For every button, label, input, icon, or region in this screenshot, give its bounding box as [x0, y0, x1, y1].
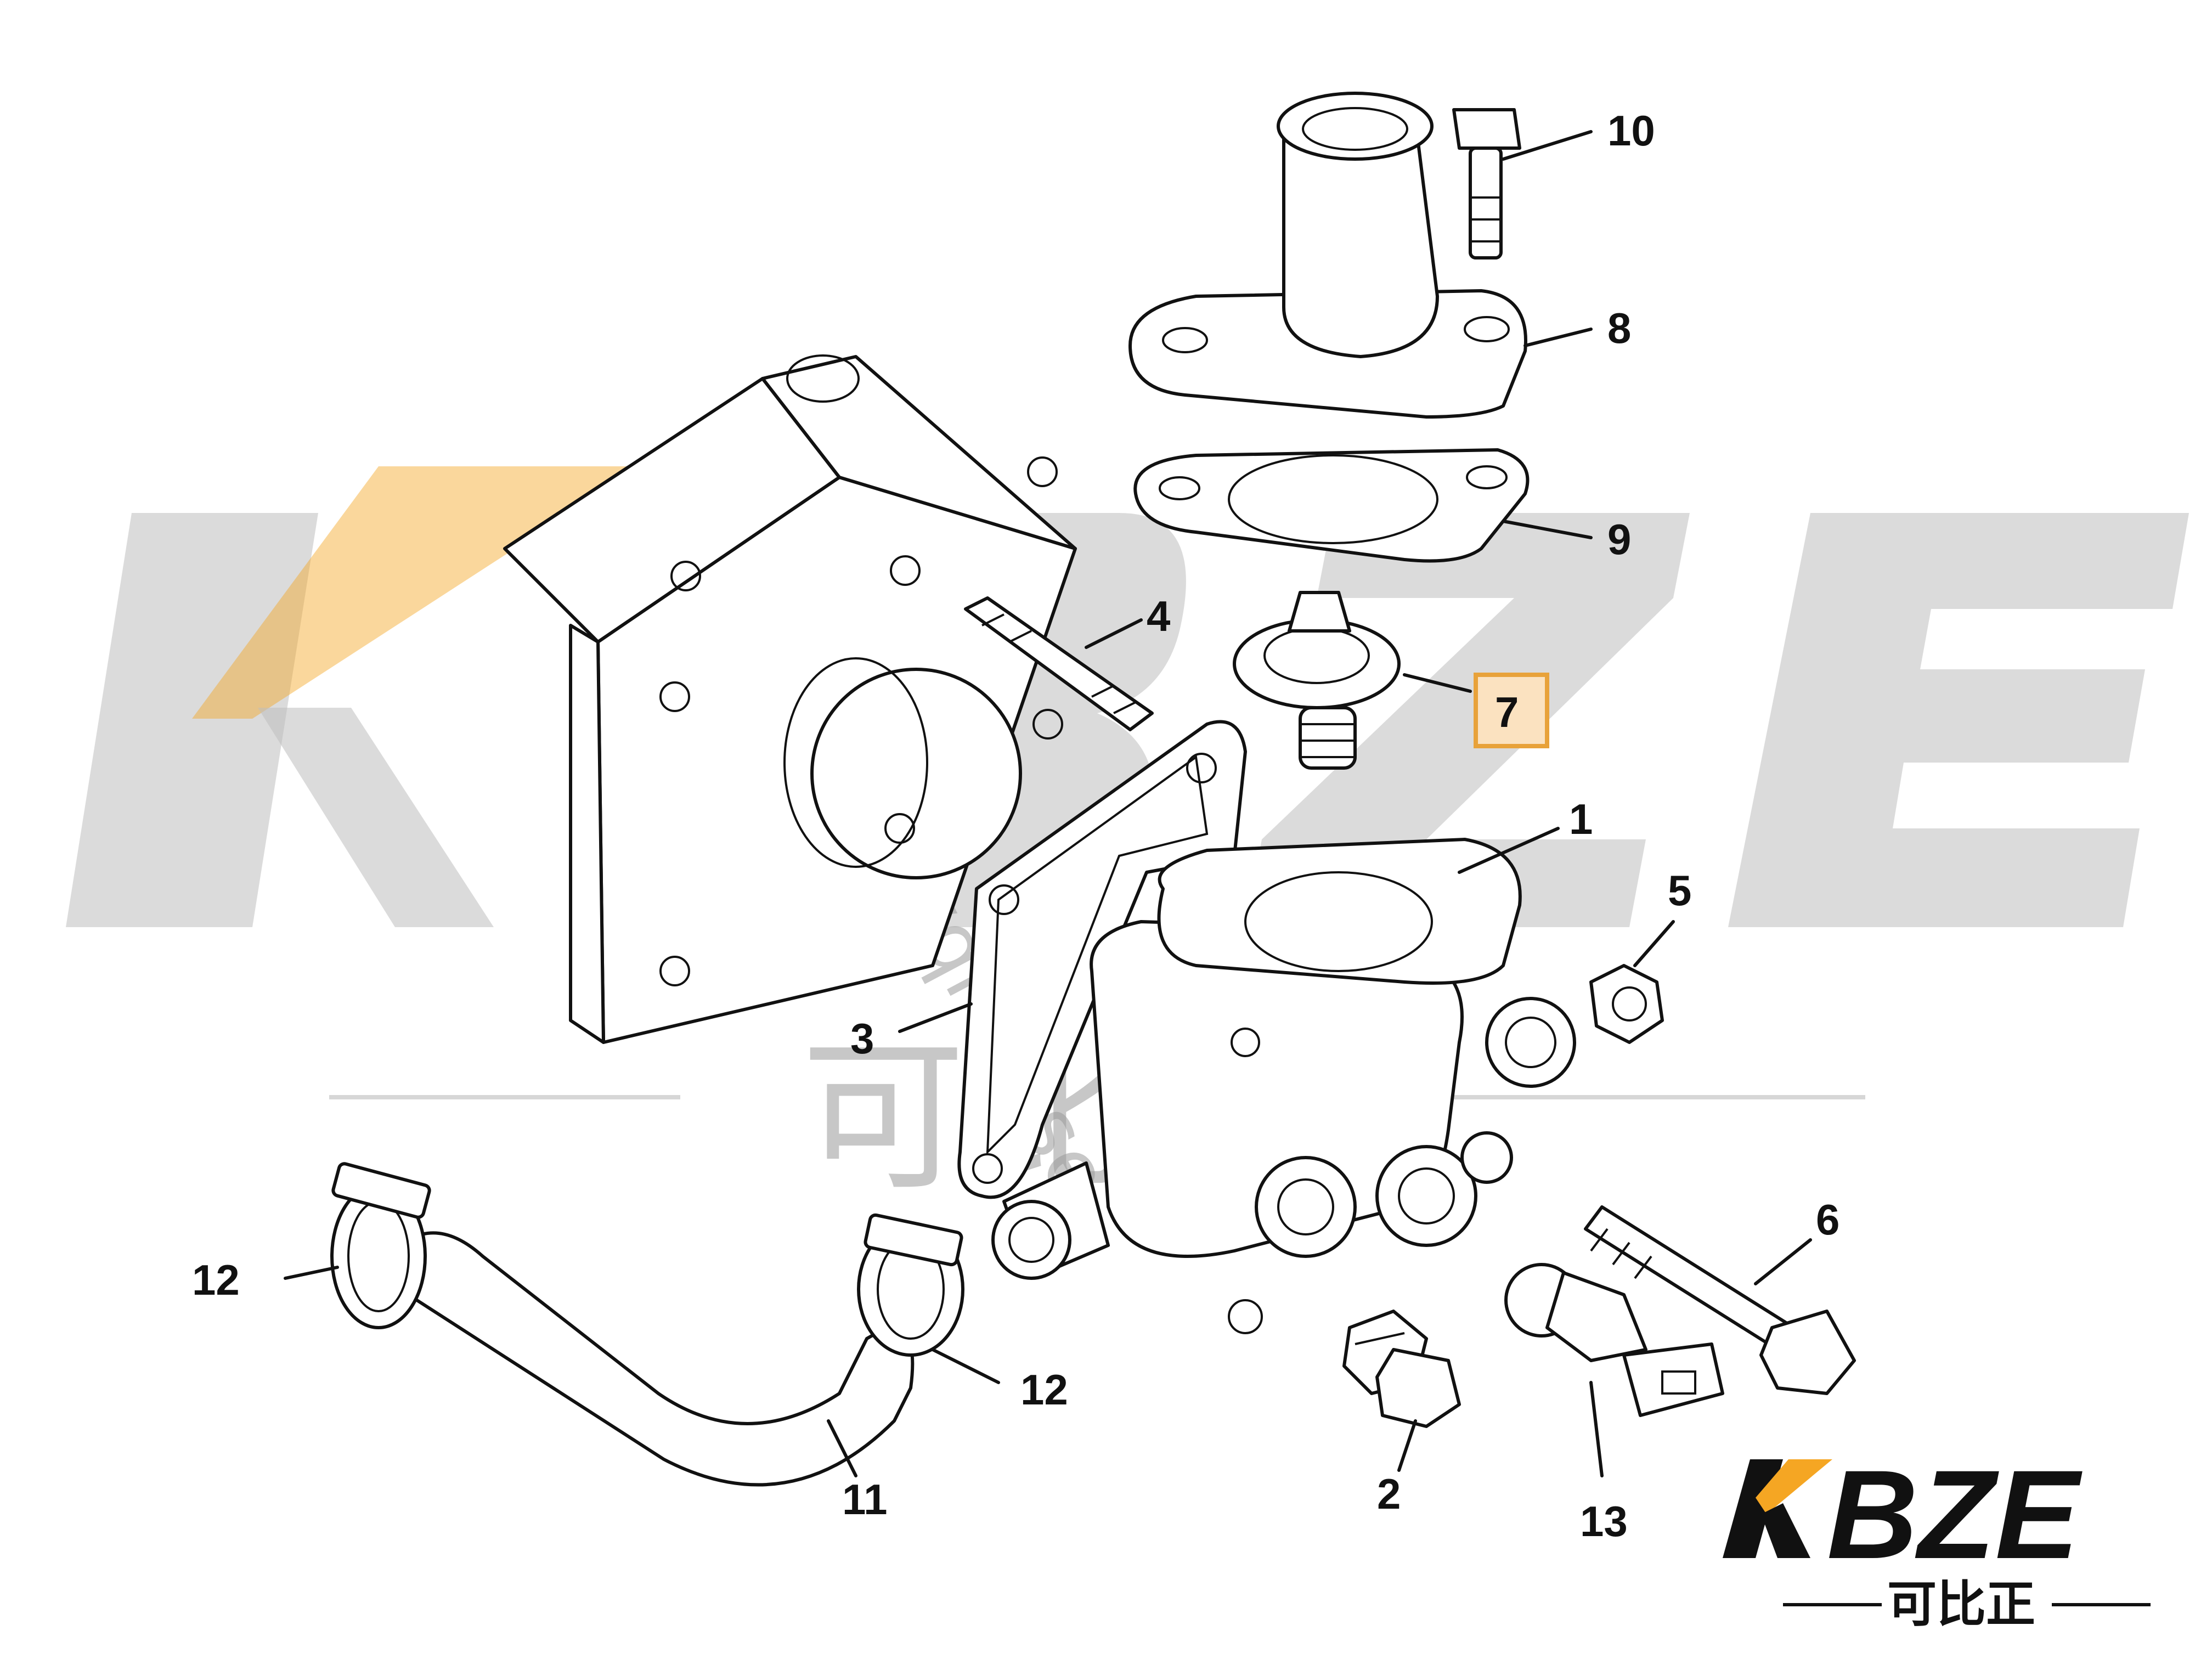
callout-13: 13 — [1580, 1497, 1628, 1545]
sensor-13 — [1504, 1263, 1724, 1417]
plug-2 — [1342, 1310, 1461, 1428]
watermark-k-stem — [66, 513, 318, 927]
callout-12-right: 12 — [1020, 1365, 1068, 1414]
housing-1 — [991, 838, 1576, 1334]
bolt-6 — [1584, 1205, 1856, 1395]
nut-5 — [1589, 964, 1664, 1044]
callout-7-highlight — [1474, 673, 1549, 748]
gasket-9 — [1133, 448, 1530, 563]
watermark-z — [1245, 513, 1690, 927]
callout-3: 3 — [850, 1014, 874, 1063]
engine-block — [503, 354, 1077, 1044]
brand-logo: BZE 可比正 — [1723, 1444, 2151, 1633]
logo-k-arm — [1756, 1459, 1832, 1514]
logo-cn: 可比正 — [1887, 1576, 2035, 1633]
callout-10: 10 — [1607, 106, 1655, 155]
callout-5: 5 — [1668, 866, 1691, 915]
callout-9: 9 — [1607, 515, 1631, 563]
callout-11: 11 — [842, 1475, 887, 1523]
callout-8: 8 — [1607, 304, 1631, 352]
callouts: 10 8 9 7 4 1 5 6 3 12 12 11 2 13 — [192, 106, 1839, 1545]
clamp-12-right — [857, 1213, 964, 1357]
bolt-10 — [1452, 108, 1521, 259]
leader-lines — [284, 130, 1812, 1477]
callout-7: 7 — [1495, 688, 1519, 736]
clamp-12-left — [330, 1162, 431, 1329]
callout-6: 6 — [1816, 1195, 1839, 1244]
callout-1: 1 — [1569, 795, 1593, 843]
hose-11 — [380, 1231, 915, 1487]
watermark-e — [1728, 513, 2189, 927]
stud-4 — [964, 596, 1154, 731]
thermostat-7 — [1233, 591, 1401, 770]
callout-12-left: 12 — [192, 1256, 240, 1304]
watermark-k-leg — [258, 708, 494, 927]
callout-2: 2 — [1377, 1470, 1401, 1518]
logo-text: BZE — [1827, 1444, 2083, 1585]
callout-4: 4 — [1147, 592, 1170, 640]
outlet-elbow-8 — [1128, 92, 1527, 419]
logo-k-leg — [1761, 1503, 1810, 1558]
watermark-k-arm-accent — [192, 466, 642, 719]
